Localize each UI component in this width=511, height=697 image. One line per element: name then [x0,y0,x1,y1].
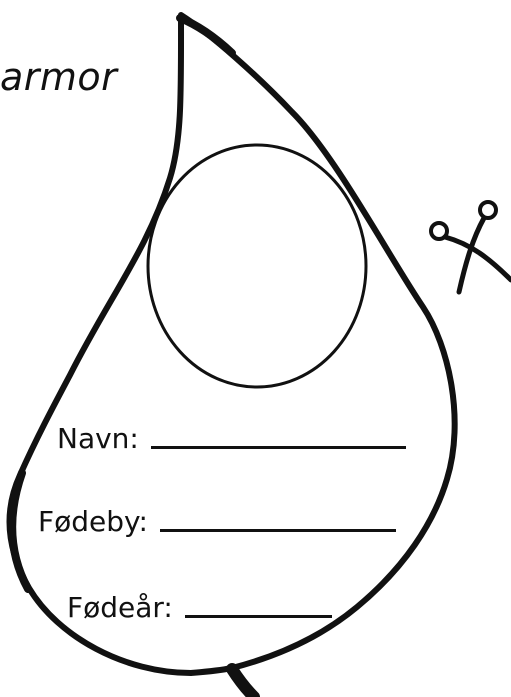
birthyear-field[interactable]: Fødeår: [67,594,332,622]
birthyear-label: Fødeår: [67,591,173,624]
page-title: armor [0,55,118,99]
name-field[interactable]: Navn: [57,425,406,453]
leaf-stem [226,663,260,697]
name-line[interactable] [150,446,406,449]
birthplace-label: Fødeby: [38,505,148,538]
birthplace-line[interactable] [159,529,396,532]
leaf-left-edge-accent [8,469,32,593]
name-label: Navn: [57,422,139,455]
leaf-outline [6,12,458,676]
birthplace-field[interactable]: Fødeby: [38,508,396,536]
birthyear-line[interactable] [184,615,332,618]
portrait-circle [146,143,368,389]
leaf-tip-accent [176,14,236,57]
scissors-icon [429,200,511,295]
